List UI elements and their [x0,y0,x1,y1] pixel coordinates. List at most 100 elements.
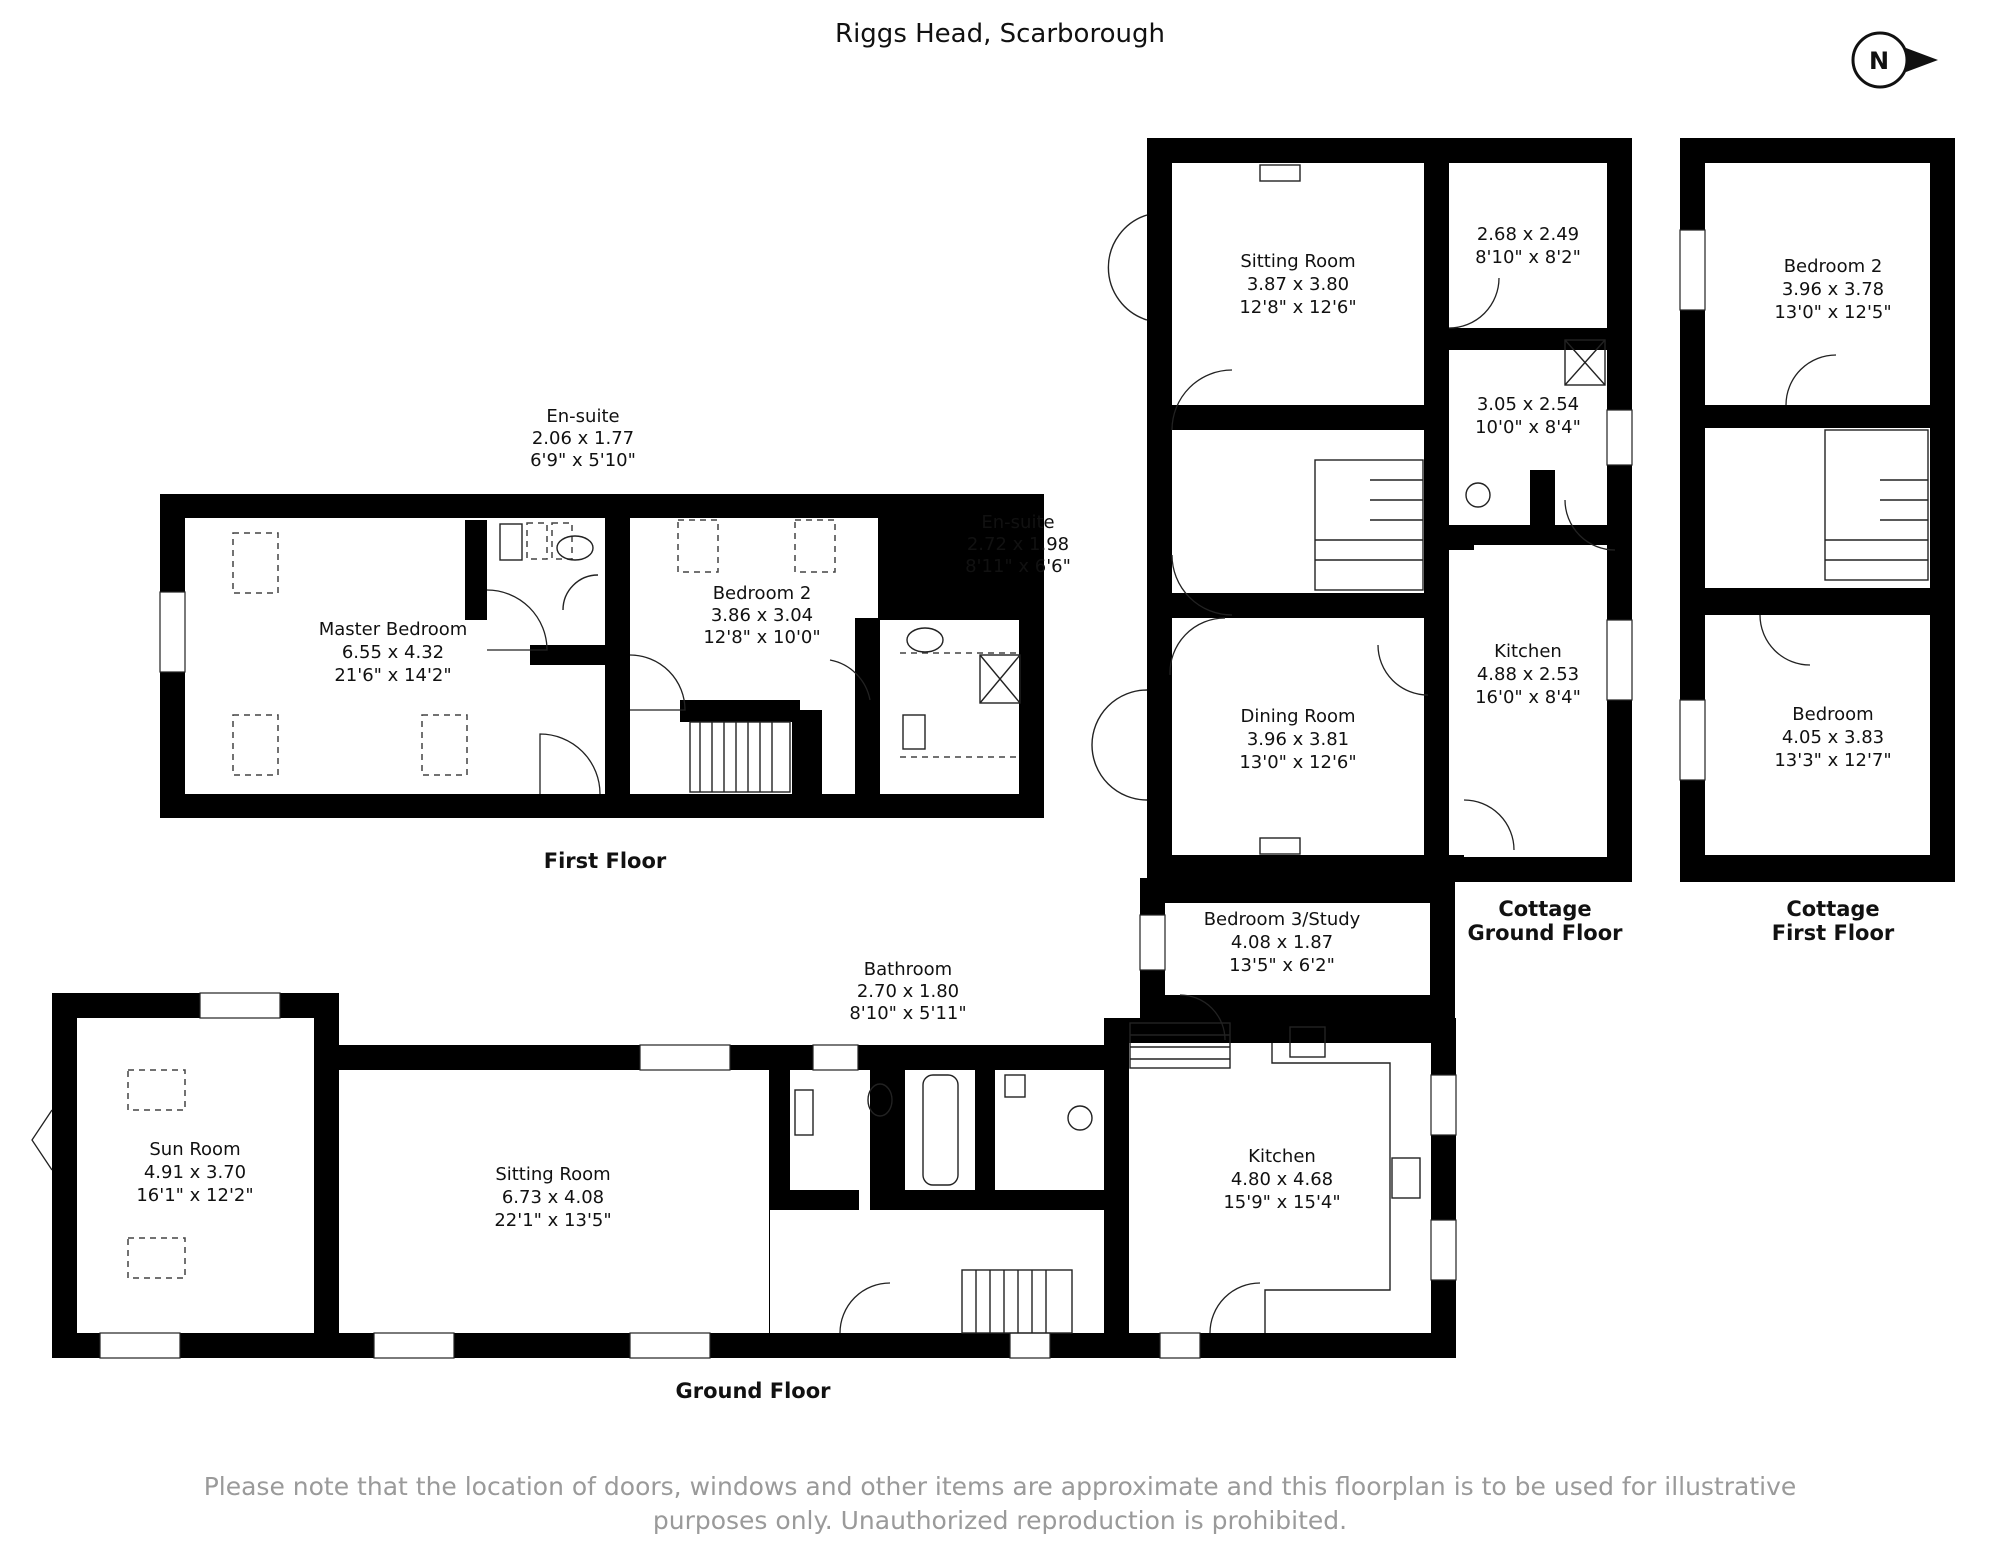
master-bedroom-metric: 6.55 x 4.32 [342,642,444,663]
cottage-sitting-imperial: 12'8" x 12'6" [1239,297,1356,318]
bay-window [1091,689,1148,801]
bay-window [1107,214,1148,321]
cottage-dining-metric: 3.96 x 3.81 [1247,729,1349,750]
disclaimer: Please note that the location of doors, … [200,1470,1800,1538]
cottage-ground-label-2: Ground Floor [1467,921,1623,945]
window [812,1044,859,1071]
window [1009,1332,1051,1359]
hob-icon [1391,1157,1421,1199]
kitchen-name: Kitchen [1248,1146,1316,1167]
north-arrow-icon: N [1851,31,1938,89]
toilet-icon [867,1083,893,1117]
compass-label: N [1869,47,1889,75]
sink-icon [1289,1026,1326,1058]
basin-icon [499,523,523,561]
ensuite-1-name: En-suite [546,406,619,427]
basin-icon [902,714,926,750]
ensuite-2-metric: 2.72 x 1.98 [967,534,1069,555]
cottage-dining-name: Dining Room [1240,706,1355,727]
bedroom-2-imperial: 12'8" x 10'0" [703,627,820,648]
kitchen-imperial: 15'9" x 15'4" [1223,1192,1340,1213]
boiler-icon [1067,1105,1093,1131]
disclaimer-line-1: Please note that the location of doors, … [203,1472,1797,1501]
bathroom-metric: 2.70 x 1.80 [857,981,959,1002]
sitting-room-metric: 6.73 x 4.08 [502,1187,604,1208]
bathroom-imperial: 8'10" x 5'11" [849,1003,966,1024]
fireplace [1259,837,1301,855]
cottage-sitting-metric: 3.87 x 3.80 [1247,274,1349,295]
ensuite-1-imperial: 6'9" x 5'10" [530,450,636,471]
cottage-room-b-metric: 3.05 x 2.54 [1477,394,1579,415]
sun-room-name: Sun Room [149,1139,240,1160]
bathroom-name: Bathroom [864,959,952,980]
plan-title: Riggs Head, Scarborough [835,19,1165,49]
cottage-dining-imperial: 13'0" x 12'6" [1239,752,1356,773]
ensuite-2-imperial: 8'11" x 6'6" [965,556,1071,577]
cottage-bedroom-metric: 4.05 x 3.83 [1782,727,1884,748]
bedroom-2-name: Bedroom 2 [713,583,812,604]
kitchen-metric: 4.80 x 4.68 [1231,1169,1333,1190]
sun-room-imperial: 16'1" x 12'2" [136,1185,253,1206]
bedroom-3-name: Bedroom 3/Study [1204,909,1361,930]
basin-icon [794,1089,814,1136]
cottage-kitchen-metric: 4.88 x 2.53 [1477,664,1579,685]
cottage-bedroom-2-imperial: 13'0" x 12'5" [1774,302,1891,323]
stairs [961,1269,1073,1334]
window [1430,1074,1457,1136]
window [99,1332,181,1359]
cottage-kitchen-imperial: 16'0" x 8'4" [1475,687,1581,708]
french-door [31,1109,53,1171]
shower-icon [562,574,599,611]
cottage-bedroom-name: Bedroom [1792,704,1873,725]
bedroom-2-metric: 3.86 x 3.04 [711,605,813,626]
sun-room-metric: 4.91 x 3.70 [144,1162,246,1183]
window [373,1332,455,1359]
toilet-icon [556,535,594,561]
cottage-room-a-metric: 2.68 x 2.49 [1477,224,1579,245]
cottage-first-floor-plan [1679,138,1955,882]
cottage-room-a-imperial: 8'10" x 8'2" [1475,247,1581,268]
window [1430,1219,1457,1281]
toilet-icon [1465,482,1491,508]
bedroom-3-metric: 4.08 x 1.87 [1231,932,1333,953]
window [639,1044,731,1071]
stairs [689,721,791,793]
first-floor-label: First Floor [544,849,667,873]
cottage-bedroom-2-name: Bedroom 2 [1784,256,1883,277]
cottage-bedroom-imperial: 13'3" x 12'7" [1774,750,1891,771]
ensuite-2-name: En-suite [981,512,1054,533]
cottage-first-label-2: First Floor [1772,921,1895,945]
bedroom-3-imperial: 13'5" x 6'2" [1229,955,1335,976]
shower-tray-icon [1564,339,1606,386]
fireplace [1259,164,1301,182]
window [159,591,186,673]
cottage-bedroom-2-metric: 3.96 x 3.78 [1782,279,1884,300]
window [1139,914,1166,971]
window [1159,1332,1201,1359]
window [1679,229,1706,311]
sitting-room-imperial: 22'1" x 13'5" [494,1210,611,1231]
first-floor-plan [159,494,1044,818]
cottage-room-b-imperial: 10'0" x 8'4" [1475,417,1581,438]
ground-floor-plan [31,878,1457,1359]
cottage-ground-floor-plan [1091,138,1633,882]
window [629,1332,711,1359]
cottage-ground-label-1: Cottage [1498,897,1591,921]
cottage-kitchen-name: Kitchen [1494,641,1562,662]
stairs [1129,1022,1231,1069]
bath-icon [922,1074,959,1186]
ground-floor-label: Ground Floor [675,1379,831,1403]
window [1606,619,1633,701]
stairs [1314,459,1424,591]
stairs [1824,429,1929,581]
master-bedroom-imperial: 21'6" x 14'2" [334,665,451,686]
window [1606,409,1633,466]
disclaimer-line-2: purposes only. Unauthorized reproduction… [652,1506,1348,1535]
master-bedroom-name: Master Bedroom [319,619,468,640]
cottage-first-label-1: Cottage [1786,897,1879,921]
shower-tray-icon [979,654,1021,704]
sitting-room-name: Sitting Room [495,1164,610,1185]
window [1679,699,1706,781]
toilet-icon [906,627,944,653]
